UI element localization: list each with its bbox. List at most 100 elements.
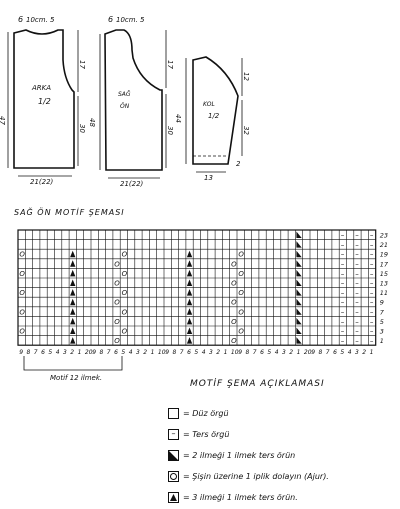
yo-mark: O <box>238 308 244 316</box>
row-number: 19 <box>380 251 388 259</box>
purl-mark: – <box>355 241 359 249</box>
double-decrease-mark <box>186 337 193 344</box>
yo-mark: O <box>231 318 237 326</box>
column-number: 4 <box>348 349 352 356</box>
double-decrease-mark <box>186 279 193 286</box>
sleeve-cap-label: 12 <box>242 72 250 81</box>
back-top-left-label: 6 <box>18 15 23 24</box>
front-neck-label: 10cm. 5 <box>116 16 145 24</box>
purl-mark: – <box>355 308 359 316</box>
row-number: 23 <box>380 232 388 240</box>
yo-mark: O <box>114 280 120 288</box>
column-number: 9 <box>19 349 23 356</box>
decrease-mark <box>296 317 302 325</box>
purl-mark: – <box>370 337 374 345</box>
double-decrease-mark <box>186 327 193 334</box>
legend-item-plain: = Düz örgü <box>168 404 396 422</box>
double-decrease-mark <box>186 250 193 258</box>
column-number: 2 <box>143 349 147 356</box>
column-number: 7 <box>326 349 330 356</box>
column-number: 7 <box>253 349 257 356</box>
column-number: 6 <box>41 349 45 356</box>
decrease-mark <box>296 308 302 315</box>
purl-mark: – <box>355 270 359 278</box>
row-number: 11 <box>380 289 388 297</box>
column-number: 8 <box>27 349 31 356</box>
double-decrease-mark <box>70 317 76 325</box>
double-decrease-mark <box>70 279 76 286</box>
front-side-label: 30 <box>166 126 174 135</box>
purl-mark: – <box>370 299 374 307</box>
back-total-length-label: 47 <box>0 116 6 125</box>
sleeve-side-label: 32 <box>242 126 250 135</box>
yo-mark: O <box>19 251 25 259</box>
column-number: 1 <box>224 349 228 356</box>
front-armhole-label: 17 <box>166 60 174 69</box>
purl-mark: – <box>355 337 359 345</box>
yo-mark: O <box>238 289 244 297</box>
yo-mark: O <box>122 328 128 336</box>
sleeve-name-line-2: 1/2 <box>208 112 220 120</box>
double-decrease-mark <box>70 269 76 277</box>
back-side-label: 30 <box>78 124 86 133</box>
back-neck-label: 10cm. 5 <box>26 16 55 24</box>
purl-mark: – <box>341 308 345 316</box>
row-number: 13 <box>380 280 388 288</box>
yo-mark: O <box>238 328 244 336</box>
column-number: 2 <box>70 349 74 356</box>
yo-mark: O <box>122 289 128 297</box>
chart-title: SAĞ ÖN MOTİF ŞEMASI <box>14 208 125 217</box>
column-number: 5 <box>194 349 198 356</box>
column-number: 3 <box>282 349 286 356</box>
column-number: 9 <box>311 349 315 356</box>
double-decrease-mark <box>70 250 76 258</box>
row-number: 15 <box>380 270 388 278</box>
double-decrease-mark <box>186 308 193 315</box>
purl-mark: – <box>341 337 345 345</box>
purl-mark: – <box>341 260 345 268</box>
double-decrease-mark <box>70 289 76 296</box>
column-number: 7 <box>34 349 38 356</box>
yo-mark: O <box>19 270 25 278</box>
legend-text: = Düz örgü <box>183 408 229 418</box>
sleeve-piece: KOL 1/2 12 32 2 44 13 <box>174 56 250 182</box>
yo-mark: O <box>122 270 128 278</box>
column-number: 20 <box>304 349 312 356</box>
repeat-bracket: Motif 12 ilmek. <box>23 356 123 382</box>
pattern-pieces: 6 10cm. 5 ARKA 1/2 17 30 47 21(22) 6 10c… <box>0 15 250 188</box>
double-decrease-mark <box>70 298 76 306</box>
double-decrease-mark <box>70 260 76 267</box>
purl-mark: – <box>370 260 374 268</box>
column-number: 8 <box>319 349 323 356</box>
circle-symbol <box>168 470 179 482</box>
purl-mark: – <box>341 299 345 307</box>
legend-text: = Şişin üzerine 1 iplik dolayın (Ajur). <box>183 471 329 481</box>
back-bottom-label: 21(22) <box>30 178 54 186</box>
column-number: 6 <box>114 349 118 356</box>
purl-mark: – <box>341 241 345 249</box>
purl-mark: – <box>355 232 359 240</box>
yo-mark: O <box>19 328 25 336</box>
front-name-line-2: ÖN <box>120 103 130 110</box>
yo-mark: O <box>231 337 237 345</box>
front-total-length-label: 48 <box>88 118 96 127</box>
column-number: 6 <box>187 349 191 356</box>
yo-mark: O <box>238 270 244 278</box>
front-bottom-label: 21(22) <box>120 180 144 188</box>
purl-mark: – <box>370 241 374 249</box>
double-decrease-mark <box>186 298 193 306</box>
front-piece: 6 10cm. 5 SAĞ ÖN 17 30 48 21(22) <box>88 15 174 188</box>
column-number: 5 <box>121 349 125 356</box>
decrease-mark <box>296 250 302 258</box>
column-number: 3 <box>209 349 213 356</box>
purl-mark: – <box>341 280 345 288</box>
purl-mark: – <box>370 270 374 278</box>
purl-mark: – <box>355 289 359 297</box>
yo-mark: O <box>122 251 128 259</box>
row-number: 17 <box>380 260 389 268</box>
column-number: 2 <box>362 349 366 356</box>
decrease-mark <box>296 231 302 238</box>
legend: = Düz örgü – = Ters örgü = 2 ilmeği 1 il… <box>168 404 396 509</box>
